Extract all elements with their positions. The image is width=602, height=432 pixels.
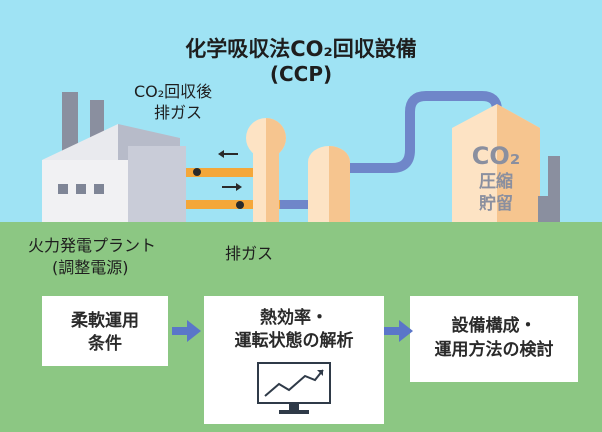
- chimney: [62, 92, 78, 162]
- storage-co2-label: CO₂: [471, 142, 521, 170]
- trend-chart-monitor-icon: [257, 362, 331, 414]
- diagram-title-abbrev: (CCP): [269, 62, 333, 86]
- recovered-exhaust-label-2: 排ガス: [154, 103, 203, 122]
- equipment-configuration-box: 設備構成・ 運用方法の検討: [410, 296, 578, 382]
- chevron-arrow-right-icon: [384, 320, 413, 342]
- arrow-left-icon: [218, 150, 238, 158]
- flexible-operation-box: 柔軟運用 条件: [42, 296, 168, 366]
- arrow-right-icon: [222, 183, 242, 191]
- storage-label-store: 貯留: [479, 194, 513, 214]
- plant-window: [58, 184, 68, 194]
- analysis-box: 熱効率・ 運転状態の解析: [204, 296, 384, 424]
- flexible-operation-label-2: 条件: [88, 334, 122, 354]
- exhaust-pipe-lower: [186, 200, 280, 209]
- absorber-tower: [246, 118, 286, 222]
- chevron-arrow-right-icon: [172, 320, 201, 342]
- exhaust-label: 排ガス: [225, 244, 274, 263]
- diagram-title: 化学吸収法CO₂回収設備: [185, 37, 417, 61]
- tank-connector-pipe: [280, 200, 316, 209]
- pipe-marker-dot: [193, 168, 201, 176]
- pipe-marker-dot: [236, 201, 244, 209]
- analysis-label-2: 運転状態の解析: [234, 331, 354, 351]
- storage-chimney-base: [538, 196, 558, 222]
- storage-label-compress: 圧縮: [479, 172, 513, 192]
- recovered-exhaust-label: CO₂回収後: [134, 82, 213, 101]
- plant-label: 火力発電プラント: [28, 236, 157, 255]
- plant-window: [76, 184, 86, 194]
- regenerator-tower: [308, 146, 350, 222]
- plant-roof: [42, 124, 118, 160]
- plant-building-side: [128, 146, 186, 222]
- co2-transfer-pipe: [333, 91, 502, 173]
- exhaust-pipe-upper: [186, 168, 278, 177]
- equipment-configuration-label-2: 運用方法の検討: [434, 340, 554, 360]
- equipment-configuration-label: 設備構成・: [451, 316, 537, 336]
- flexible-operation-label: 柔軟運用: [71, 311, 139, 331]
- plant-label-2: (調整電源): [52, 258, 129, 277]
- plant-window: [94, 184, 104, 194]
- analysis-label: 熱効率・: [260, 308, 328, 328]
- co2-storage-silo: [452, 104, 540, 222]
